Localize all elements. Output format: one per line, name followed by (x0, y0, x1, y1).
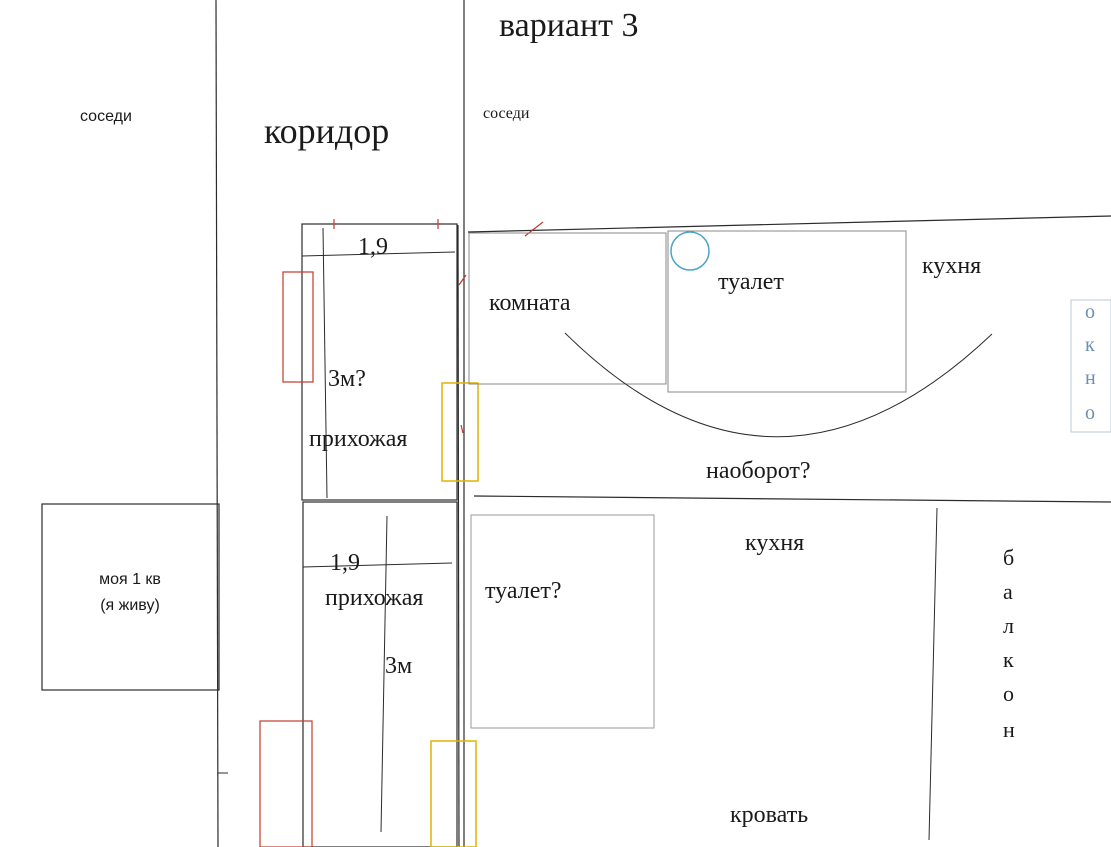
my-apartment-label-line1: моя 1 кв (99, 571, 161, 588)
page-title: вариант 3 (499, 7, 639, 44)
toilet-bottom-rect (470, 514, 655, 729)
window-letter: о (1085, 402, 1095, 424)
room-rect (468, 232, 667, 385)
yellow-door-top (441, 382, 479, 482)
balcony-wall (928, 507, 938, 841)
neighbors-left-label: соседи (80, 108, 132, 125)
hall-bottom-width-label: 1,9 (330, 550, 360, 576)
hall-top-width-label: 1,9 (358, 234, 388, 260)
toilet-bottom-label: туалет? (485, 578, 562, 604)
balcony-letter: л (1003, 613, 1014, 638)
toilet-bowl-icon (670, 231, 710, 271)
room-label: комната (489, 290, 571, 316)
my-apartment-label-line2: (я живу) (100, 597, 160, 614)
balcony-letter: а (1003, 579, 1013, 604)
neighbors-right-label: соседи (483, 105, 530, 122)
window-letter: о (1085, 301, 1095, 323)
balcony-letter: о (1003, 681, 1014, 706)
yellow-door-bottom (430, 740, 477, 847)
kitchen-top-label: кухня (922, 253, 981, 279)
red-tick (458, 274, 467, 286)
hall-top-dim-line (301, 251, 456, 257)
corridor-label: коридор (264, 111, 389, 151)
window-label: о к н о (1085, 301, 1096, 424)
hall-bottom-length-label: 3м (385, 653, 412, 679)
hall-top-length-line (322, 227, 328, 499)
left-corridor-wall (215, 0, 219, 847)
top-apartment-top-wall (467, 215, 1111, 233)
red-door-bottom (259, 720, 313, 847)
inner-hall-wall (457, 224, 460, 847)
hall-top-label: прихожая (309, 426, 407, 452)
hall-bottom-label: прихожая (325, 585, 423, 611)
balcony-letter: н (1003, 717, 1015, 742)
balcony-label: б а л к о н (1003, 545, 1015, 742)
window-letter: к (1085, 334, 1095, 356)
hall-top-length-label: 3м? (328, 366, 366, 392)
window-box (1070, 299, 1111, 433)
hall-bottom-length-line (380, 515, 388, 833)
red-tick (460, 424, 464, 434)
hall-bottom-dim-line (302, 562, 453, 568)
toilet-top-label: туалет (718, 269, 784, 295)
my-apartment-box (41, 503, 220, 691)
toilet-rect (667, 230, 907, 393)
window-letter: н (1085, 367, 1096, 389)
hall-top-rect (301, 223, 458, 501)
hall-bottom-rect (302, 501, 458, 847)
balcony-letter: к (1003, 647, 1014, 672)
red-door-top (282, 271, 314, 383)
swap-question-label: наоборот? (706, 458, 811, 484)
top-apartment-bottom-wall (473, 495, 1111, 503)
bed-label: кровать (730, 802, 808, 828)
red-tick (524, 221, 544, 237)
balcony-letter: б (1003, 545, 1014, 570)
kitchen-bottom-label: кухня (745, 530, 804, 556)
swap-arc (564, 332, 993, 438)
